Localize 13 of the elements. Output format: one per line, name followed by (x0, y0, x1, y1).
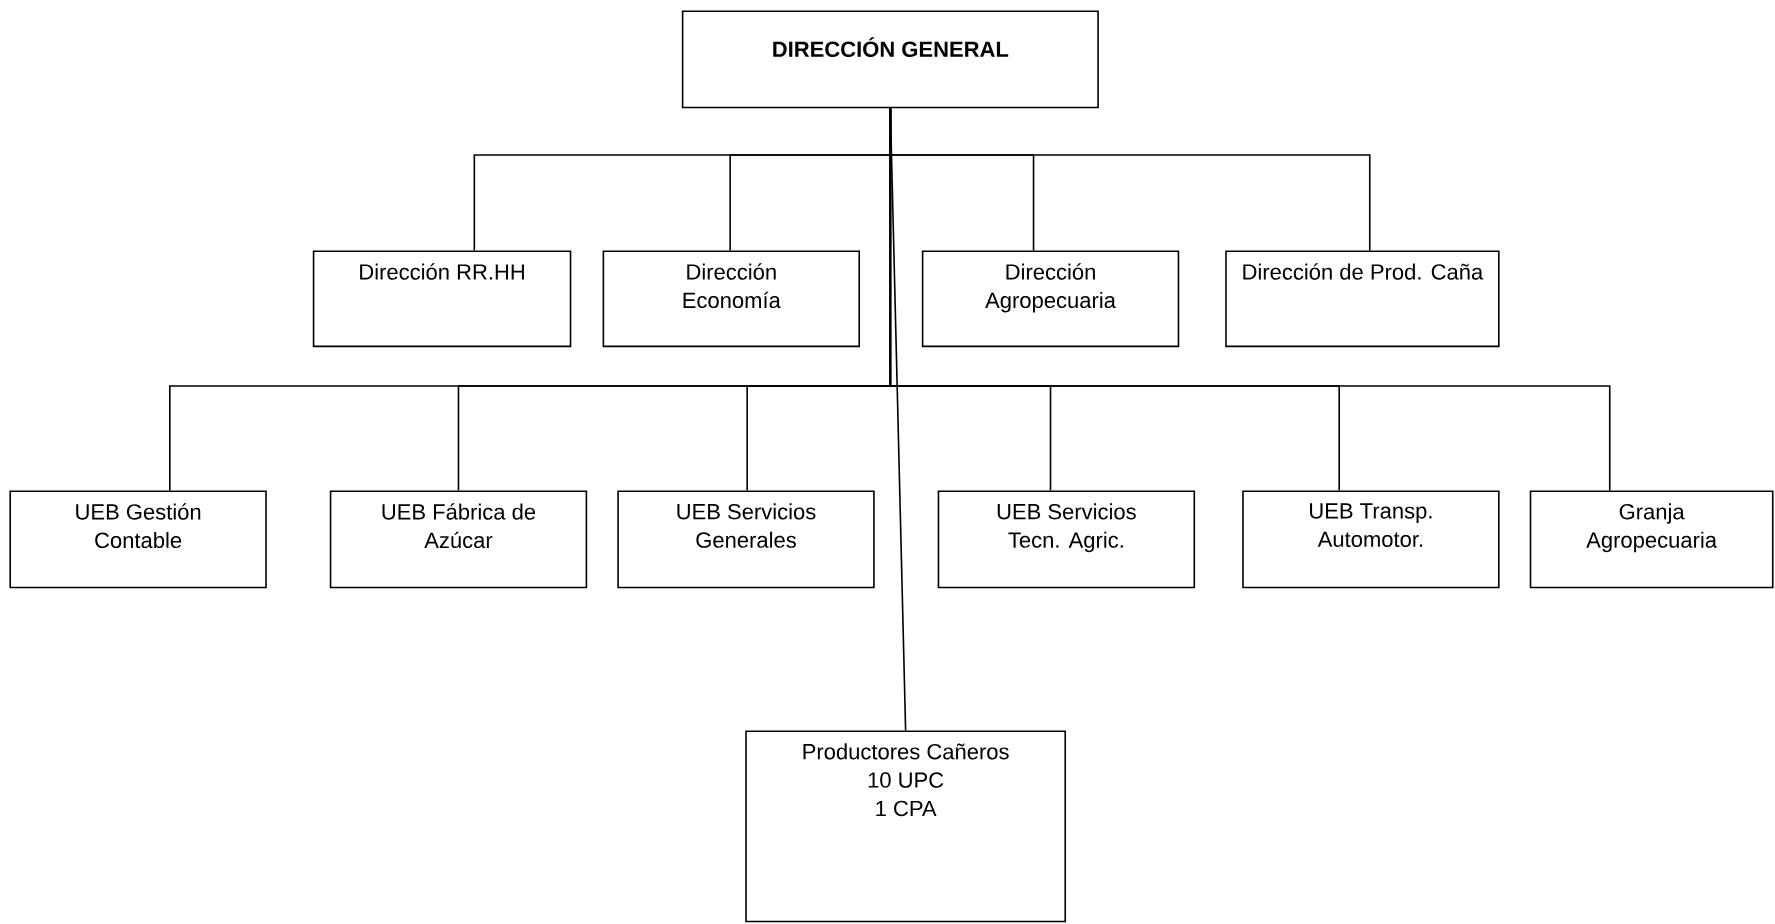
org-box: Granja Agropecuaria (1529, 490, 1774, 589)
org-box: UEB Servicios Generales (617, 490, 875, 589)
org-box: UEB Transp. Automotor. (1242, 490, 1500, 589)
org-box: Dirección de Prod. Caña (1225, 250, 1500, 348)
org-box: UEB Servicios Tecn. Agric. (937, 490, 1196, 589)
org-box: Productores Cañeros 10 UPC 1 CPA (745, 730, 1067, 923)
org-box: Dirección RR.HH (312, 250, 572, 348)
org-box: DIRECCIÓN GENERAL (681, 10, 1099, 109)
connector-line (889, 107, 907, 732)
org-box: Dirección Agropecuaria (921, 250, 1180, 348)
org-box: Dirección Economía (602, 250, 860, 348)
org-box: UEB Gestión Contable (9, 490, 267, 589)
org-box: UEB Fábrica de Azúcar (329, 490, 588, 589)
